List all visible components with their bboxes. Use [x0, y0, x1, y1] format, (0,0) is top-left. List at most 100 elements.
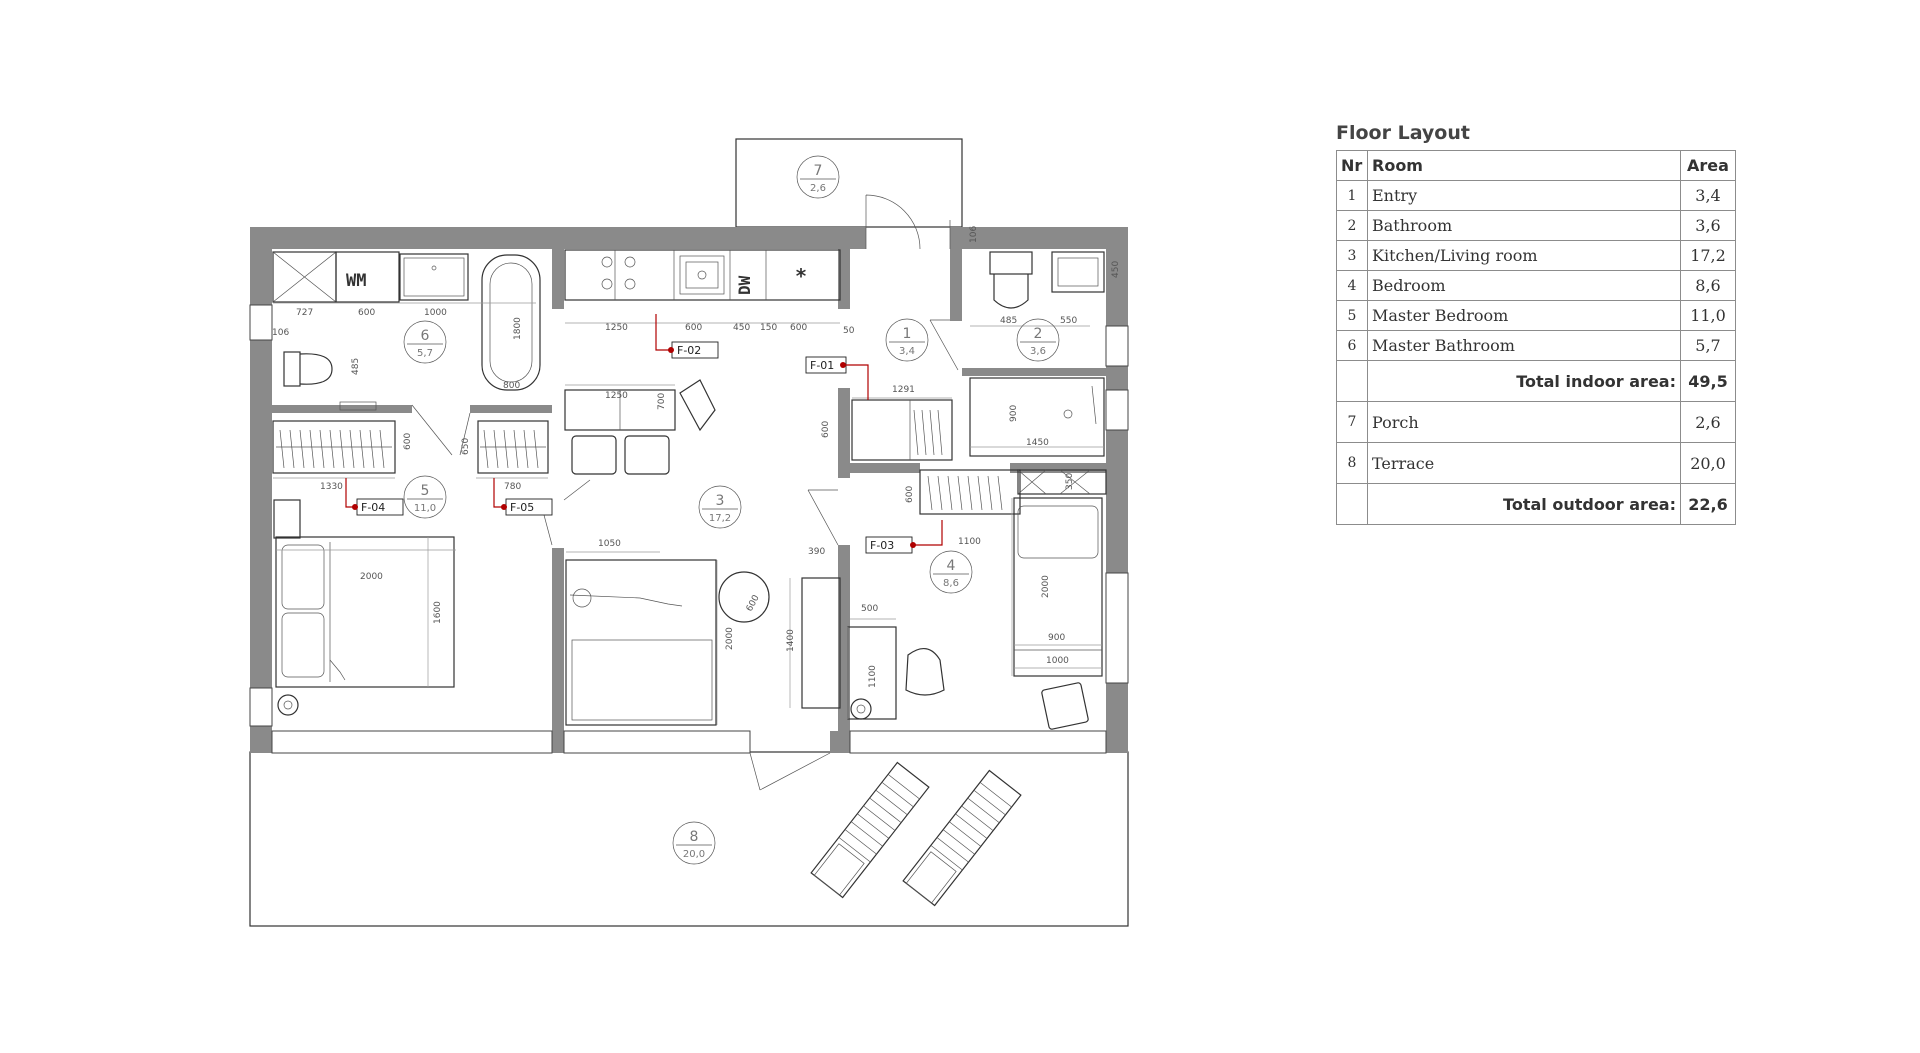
row-nr: 7	[1336, 401, 1368, 443]
svg-text:2: 2	[1034, 326, 1043, 342]
row-room: Master Bedroom	[1367, 300, 1681, 331]
svg-text:3,4: 3,4	[899, 346, 915, 357]
svg-text:2000: 2000	[725, 627, 735, 650]
svg-text:600: 600	[403, 433, 413, 450]
svg-text:1250: 1250	[605, 391, 628, 401]
svg-text:F-01: F-01	[810, 359, 834, 372]
row-area: 8,6	[1680, 270, 1736, 301]
svg-text:11,0: 11,0	[414, 503, 436, 514]
svg-text:600: 600	[905, 486, 915, 503]
table-row: 3 Kitchen/Living room 17,2	[1336, 240, 1736, 271]
tag-f04: F-04	[345, 478, 404, 516]
tag-f02: F-02	[655, 314, 719, 359]
row-room: Porch	[1367, 401, 1681, 443]
doors	[411, 194, 959, 791]
row-nr: 4	[1336, 270, 1368, 301]
svg-text:1: 1	[903, 326, 912, 342]
svg-text:1800: 1800	[513, 317, 523, 340]
table-row: 7 Porch 2,6	[1336, 401, 1736, 443]
svg-text:8,6: 8,6	[943, 578, 959, 589]
room-marker-4: 4 8,6	[929, 550, 973, 594]
master-bed	[273, 499, 455, 716]
svg-text:450: 450	[733, 323, 750, 333]
table-row: 5 Master Bedroom 11,0	[1336, 300, 1736, 331]
row-room: Terrace	[1367, 442, 1681, 484]
walls	[250, 227, 1128, 753]
wm-label: WM	[346, 271, 366, 291]
row-room: Bedroom	[1367, 270, 1681, 301]
svg-text:6: 6	[421, 328, 430, 344]
row-area: 20,0	[1680, 442, 1736, 484]
room-markers: 7 2,6 6 5,7 1 3,4 2 3,6 5 11,0 3 17,2 4 …	[403, 155, 1060, 865]
svg-text:1000: 1000	[1046, 656, 1069, 666]
total-indoor-label: Total indoor area:	[1367, 360, 1681, 402]
total-outdoor-label: Total outdoor area:	[1367, 483, 1681, 525]
table-row: 8 Terrace 20,0	[1336, 442, 1736, 484]
svg-text:1250: 1250	[605, 323, 628, 333]
table-row: 2 Bathroom 3,6	[1336, 210, 1736, 241]
svg-text:350: 350	[1065, 473, 1075, 490]
master-bathroom-fixtures: WM	[272, 251, 541, 411]
svg-text:106: 106	[969, 226, 979, 243]
svg-text:550: 550	[1060, 316, 1077, 326]
legend-title: Floor Layout	[1336, 122, 1470, 144]
svg-text:F-02: F-02	[677, 344, 701, 357]
svg-text:5: 5	[421, 483, 430, 499]
svg-text:600: 600	[685, 323, 702, 333]
svg-text:50: 50	[843, 326, 855, 336]
svg-text:150: 150	[760, 323, 777, 333]
row-area: 3,6	[1680, 210, 1736, 241]
row-room: Master Bathroom	[1367, 330, 1681, 361]
header-room: Room	[1367, 150, 1681, 181]
svg-text:1100: 1100	[958, 537, 981, 547]
row-room: Kitchen/Living room	[1367, 240, 1681, 271]
svg-text:1100: 1100	[868, 665, 878, 688]
row-area: 17,2	[1680, 240, 1736, 271]
svg-text:900: 900	[1009, 405, 1019, 422]
room-marker-8: 8 20,0	[672, 821, 716, 865]
legend-header-row: Nr Room Area	[1336, 150, 1736, 181]
svg-text:F-03: F-03	[870, 539, 894, 552]
table-row: 4 Bedroom 8,6	[1336, 270, 1736, 301]
row-area: 3,4	[1680, 180, 1736, 211]
row-area: 5,7	[1680, 330, 1736, 361]
living-furniture	[565, 559, 841, 726]
row-room: Bathroom	[1367, 210, 1681, 241]
row-nr: 1	[1336, 180, 1368, 211]
porch-outline	[735, 138, 963, 228]
master-bedroom-wardrobes	[272, 420, 549, 474]
sun-loungers	[810, 761, 1022, 907]
row-nr: 6	[1336, 330, 1368, 361]
svg-text:800: 800	[503, 381, 520, 391]
svg-text:2,6: 2,6	[810, 183, 826, 194]
bathroom-fixtures	[969, 251, 1105, 457]
svg-text:17,2: 17,2	[709, 513, 731, 524]
svg-text:1050: 1050	[598, 539, 621, 549]
total-outdoor-value: 22,6	[1680, 483, 1736, 525]
tag-f03: F-03	[865, 520, 943, 554]
total-indoor-value: 49,5	[1680, 360, 1736, 402]
total-indoor-row: Total indoor area: 49,5	[1336, 360, 1736, 402]
svg-text:727: 727	[296, 308, 313, 318]
svg-text:500: 500	[861, 604, 878, 614]
tag-f05: F-05	[493, 478, 553, 516]
row-area: 11,0	[1680, 300, 1736, 331]
svg-text:600: 600	[745, 593, 762, 613]
svg-text:20,0: 20,0	[683, 849, 705, 860]
total-outdoor-row: Total outdoor area: 22,6	[1336, 483, 1736, 525]
row-room: Entry	[1367, 180, 1681, 211]
svg-text:700: 700	[657, 393, 667, 410]
svg-text:390: 390	[808, 547, 825, 557]
room-marker-3: 3 17,2	[698, 485, 742, 529]
table-row: 1 Entry 3,4	[1336, 180, 1736, 211]
svg-text:1450: 1450	[1026, 438, 1049, 448]
svg-text:8: 8	[690, 829, 699, 845]
header-area: Area	[1680, 150, 1736, 181]
dimension-lines	[273, 302, 1104, 725]
bedroom-furniture	[847, 469, 1107, 730]
kitchen-fixtures: DW *	[564, 249, 841, 475]
svg-text:600: 600	[790, 323, 807, 333]
svg-text:1600: 1600	[433, 601, 443, 624]
svg-text:5,7: 5,7	[417, 348, 433, 359]
